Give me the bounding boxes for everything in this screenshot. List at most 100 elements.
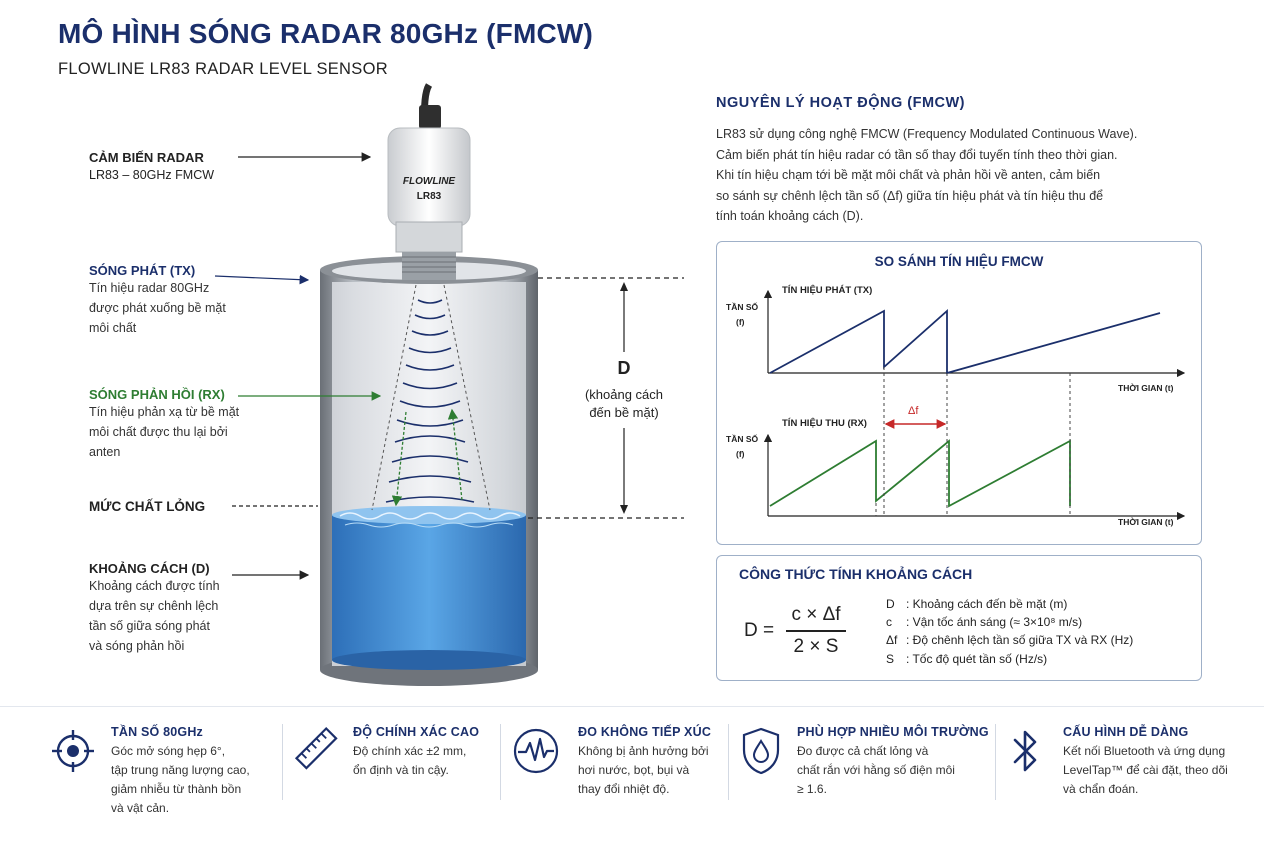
legend-desc: : Khoảng cách đến bề mặt (m) xyxy=(906,597,1068,611)
sensor-model: LR83 xyxy=(416,191,442,202)
label-level: MỨC CHẤT LỎNG xyxy=(89,499,206,514)
feature-title: CẤU HÌNH DỄ DÀNG xyxy=(1063,725,1189,739)
ruler-icon xyxy=(294,726,338,770)
formula-title: CÔNG THỨC TÍNH KHOẢNG CÁCH xyxy=(739,566,973,582)
bluetooth-icon xyxy=(1013,730,1037,772)
radar-beam xyxy=(371,284,491,511)
formula-panel xyxy=(716,555,1202,681)
feature-line: chất rắn với hằng số điện môi xyxy=(797,763,955,777)
feature-line: hơi nước, bọt, bụi và xyxy=(578,763,690,777)
tx-pointer xyxy=(214,274,310,285)
legend-desc: : Tốc độ quét tần số (Hz/s) xyxy=(906,652,1048,666)
label-sensor-text: LR83 – 80GHz FMCW xyxy=(89,168,215,182)
distance-caption: (khoảng cách đến bề mặt) xyxy=(572,386,676,422)
tx-waves xyxy=(396,299,464,427)
tank-diagram xyxy=(214,83,684,686)
formula-legend-row: Δf: Độ chênh lệch tần số giữa TX và RX (… xyxy=(886,633,1133,647)
label-rx: SÓNG PHẢN HỒI (RX) Tín hiệu phản xạ từ b… xyxy=(89,387,239,462)
rx-signal-line xyxy=(769,439,1071,508)
formula-denominator: 2 × S xyxy=(793,636,839,657)
label-tx-line: môi chất xyxy=(89,321,137,335)
label-rx-line: Tín hiệu phản xạ từ bề mặt xyxy=(89,405,240,419)
rx-y-label: TẦN SỐ (f) xyxy=(726,434,758,459)
rx-y-label-line: (f) xyxy=(736,449,745,459)
feature-accuracy: ĐỘ CHÍNH XÁC CAO Độ chính xác ±2 mm, ổn … xyxy=(353,725,479,780)
crosshair-icon xyxy=(52,730,94,772)
feature-separator xyxy=(728,724,729,800)
label-tx: SÓNG PHÁT (TX) Tín hiệu radar 80GHz được… xyxy=(89,263,226,338)
shield-drop-icon xyxy=(742,727,780,775)
label-tx-heading: SÓNG PHÁT (TX) xyxy=(89,263,196,278)
page-title: MÔ HÌNH SÓNG RADAR 80GHz (FMCW) xyxy=(58,18,594,49)
legend-symbol: c xyxy=(886,615,892,629)
principle-text: LR83 sử dụng công nghệ FMCW (Frequency M… xyxy=(716,124,1206,227)
comparison-title: SO SÁNH TÍN HIỆU FMCW xyxy=(874,254,1044,269)
feature-frequency: TẦN SỐ 80GHz Góc mở sóng hẹp 6°, tập tru… xyxy=(111,725,250,818)
feature-title: TẦN SỐ 80GHz xyxy=(111,725,203,739)
tx-y-label-line: TẦN SỐ xyxy=(726,302,759,312)
formula-legend-row: S : Tốc độ quét tần số (Hz/s) xyxy=(886,652,1047,666)
label-rx-line: anten xyxy=(89,445,121,459)
label-tx-line: Tín hiệu radar 80GHz xyxy=(89,281,210,295)
formula-lhs: D = xyxy=(744,620,775,641)
distance-caption-line: (khoảng cách xyxy=(584,387,664,402)
legend-symbol: S xyxy=(886,652,895,666)
feature-configuration: CẤU HÌNH DỄ DÀNG Kết nối Bluetooth và ứn… xyxy=(1063,725,1228,799)
legend-symbol: Δf xyxy=(886,633,898,647)
feature-title: ĐO KHÔNG TIẾP XÚC xyxy=(578,725,712,739)
distance-caption-line: đến bề mặt) xyxy=(589,405,659,420)
distance-dimension xyxy=(528,277,684,519)
waveform-icon xyxy=(513,728,559,774)
principle-title: NGUYÊN LÝ HOẠT ĐỘNG (FMCW) xyxy=(716,95,966,111)
feature-line: và vật cản. xyxy=(111,801,170,815)
feature-separator xyxy=(995,724,996,800)
formula-numerator: c × Δf xyxy=(791,604,841,625)
label-rx-heading: SÓNG PHẢN HỒI (RX) xyxy=(89,387,225,402)
distance-letter: D xyxy=(617,358,631,378)
tx-x-label: THỜI GIAN (t) xyxy=(1118,383,1174,393)
label-distance-heading: KHOẢNG CÁCH (D) xyxy=(89,561,210,576)
feature-line: Không bị ảnh hưởng bởi xyxy=(578,744,709,758)
feature-line: Đo được cả chất lỏng và xyxy=(797,744,929,758)
principle-line: so sánh sự chênh lệch tần số (Δf) giữa t… xyxy=(716,188,1104,203)
feature-line: ổn định và tin cậy. xyxy=(353,763,449,777)
principle-line: tính toán khoảng cách (D). xyxy=(716,209,864,223)
label-tx-line: được phát xuống bề mặt xyxy=(89,301,226,315)
principle-line: LR83 sử dụng công nghệ FMCW (Frequency M… xyxy=(716,127,1138,141)
label-distance-line: tần số giữa sóng phát xyxy=(89,619,210,633)
feature-noncontact: ĐO KHÔNG TIẾP XÚC Không bị ảnh hưởng bởi… xyxy=(578,725,711,799)
label-distance-line: Khoảng cách được tính xyxy=(89,579,220,593)
legend-symbol: D xyxy=(886,597,895,611)
label-sensor-heading: CẢM BIẾN RADAR xyxy=(89,150,204,165)
formula-legend-row: D : Khoảng cách đến bề mặt (m) xyxy=(886,597,1067,611)
sensor-brand: FLOWLINE xyxy=(402,176,456,187)
feature-separator xyxy=(282,724,283,800)
tx-y-label: TẦN SỐ (f) xyxy=(726,302,758,327)
label-sensor: CẢM BIẾN RADAR LR83 – 80GHz FMCW xyxy=(89,150,214,185)
page-subtitle: FLOWLINE LR83 RADAR LEVEL SENSOR xyxy=(58,60,388,78)
feature-title: PHÙ HỢP NHIỀU MÔI TRƯỜNG xyxy=(797,725,989,739)
time-guides xyxy=(875,367,1071,516)
feature-title: ĐỘ CHÍNH XÁC CAO xyxy=(353,725,480,739)
feature-line: giảm nhiễu từ thành bồn xyxy=(111,782,242,796)
tx-y-label-line: (f) xyxy=(736,317,745,327)
feature-line: LevelTap™ để cài đặt, theo dõi xyxy=(1063,763,1228,777)
fmcw-comparison-panel xyxy=(716,241,1202,545)
formula-legend-row: c : Vận tốc ánh sáng (≈ 3×10⁸ m/s) xyxy=(886,615,1082,629)
feature-line: thay đổi nhiệt độ. xyxy=(578,782,670,796)
rx-x-label: THỜI GIAN (t) xyxy=(1118,517,1174,527)
formula-fraction-bar xyxy=(786,630,846,632)
feature-line: và chẩn đoán. xyxy=(1063,782,1139,796)
principle-line: Khi tín hiệu chạm tới bề mặt môi chất và… xyxy=(716,168,1101,182)
feature-line: ≥ 1.6. xyxy=(797,782,827,796)
rx-series-label: TÍN HIỆU THU (RX) xyxy=(782,418,867,429)
delta-f-label: Δf xyxy=(908,405,919,417)
radar-sensor xyxy=(387,83,471,280)
label-distance-line: dựa trên sự chênh lệch xyxy=(89,599,219,613)
legend-desc: : Vận tốc ánh sáng (≈ 3×10⁸ m/s) xyxy=(906,615,1083,629)
label-distance-line: và sóng phản hồi xyxy=(89,639,185,653)
feature-line: Góc mở sóng hẹp 6°, xyxy=(111,744,226,758)
fmcw-signal-chart xyxy=(763,289,1186,521)
feature-divider xyxy=(0,706,1264,707)
feature-separator xyxy=(500,724,501,800)
